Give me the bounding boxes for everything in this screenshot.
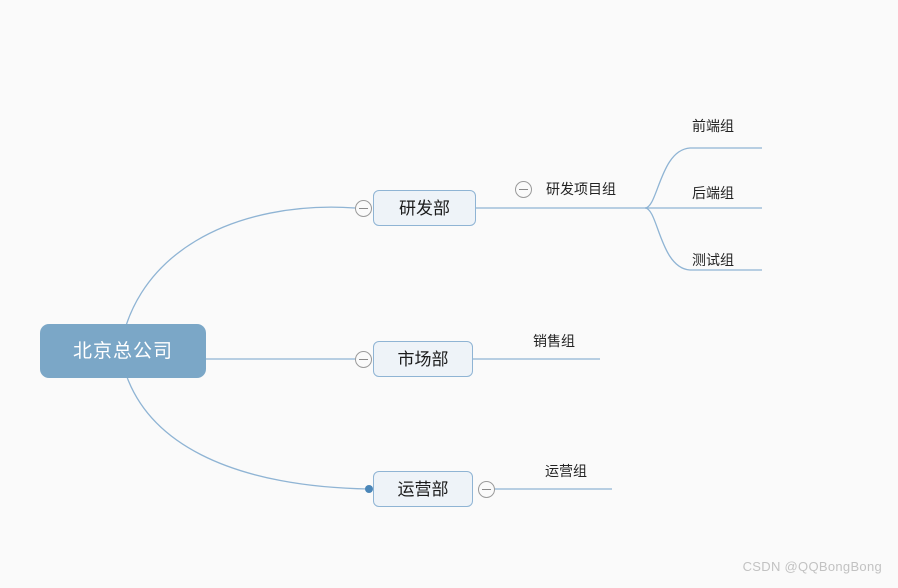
watermark-text: CSDN @QQBongBong [742, 559, 882, 574]
node-label-backend[interactable]: 后端组 [692, 185, 734, 201]
selected-node-dot [365, 485, 373, 493]
mindmap-root-node[interactable]: 北京总公司 [40, 324, 206, 378]
mindmap-node-operations[interactable]: 运营部 [373, 471, 473, 507]
collapse-minus-icon-operations[interactable] [478, 481, 495, 498]
mindmap-node-research[interactable]: 研发部 [373, 190, 476, 226]
collapse-minus-icon-research[interactable] [355, 200, 372, 217]
node-label-rdproject[interactable]: 研发项目组 [546, 181, 616, 197]
node-label-opsgroup[interactable]: 运营组 [545, 463, 587, 479]
node-label-market: 市场部 [397, 349, 449, 369]
node-label-research: 研发部 [399, 198, 450, 218]
connector-rdproject-to-frontend [644, 147, 762, 209]
node-label-sales[interactable]: 销售组 [533, 333, 575, 349]
mindmap-node-market[interactable]: 市场部 [373, 341, 473, 377]
connector-rdproject-to-qa [644, 207, 762, 271]
collapse-minus-icon-rdproject[interactable] [515, 181, 532, 198]
root-node-label: 北京总公司 [72, 340, 173, 362]
node-label-operations: 运营部 [397, 479, 449, 499]
collapse-minus-icon-market[interactable] [355, 351, 372, 368]
node-label-frontend[interactable]: 前端组 [692, 118, 734, 134]
node-label-qa[interactable]: 测试组 [692, 252, 734, 268]
